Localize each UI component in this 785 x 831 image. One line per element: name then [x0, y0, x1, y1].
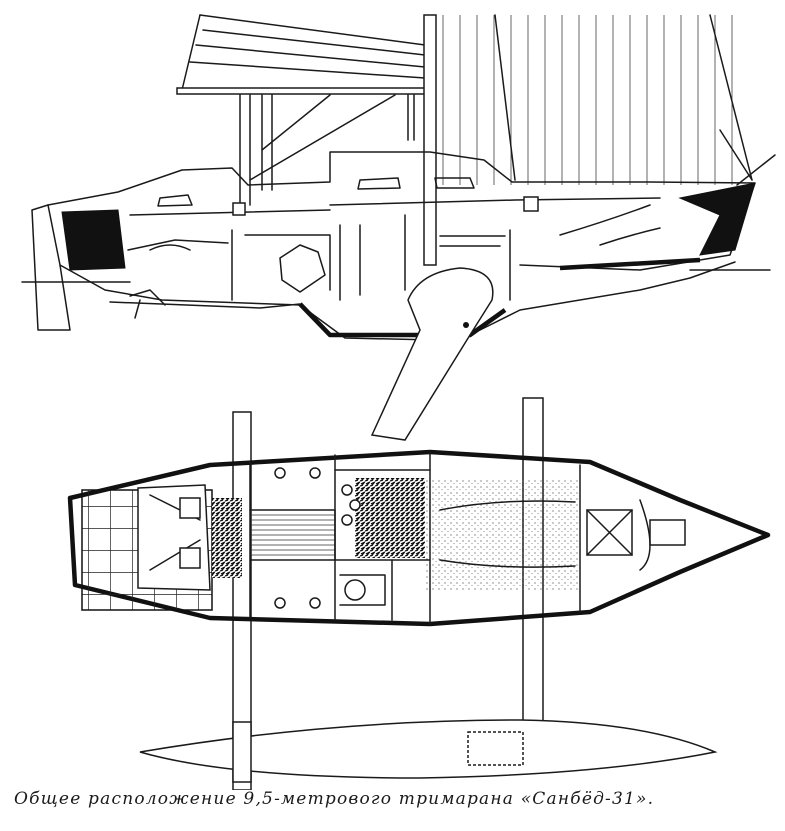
- stove-burner: [341, 514, 353, 526]
- side-profile-view: [21, 14, 776, 441]
- berth-cushion-aft: [212, 498, 242, 578]
- stove-burner: [341, 484, 353, 496]
- main-hull-plan: [67, 449, 771, 627]
- outrigger-float: [139, 719, 718, 779]
- figure-caption: Общее расположение 9,5-метрового тримара…: [14, 789, 655, 809]
- outrigger-float-view: [139, 719, 718, 783]
- port-hole: [274, 597, 286, 609]
- centreboard-pivot: [463, 322, 469, 328]
- trimaran-general-arrangement-drawing: [21, 14, 776, 790]
- port-hole: [309, 467, 321, 479]
- toilet: [344, 579, 366, 601]
- saloon-berth: [425, 480, 580, 590]
- sail-and-rigging: [176, 14, 776, 206]
- float-hatch: [467, 731, 524, 766]
- port-hole: [309, 597, 321, 609]
- main-hull-profile: [21, 151, 771, 341]
- companionway-steps: [249, 509, 336, 561]
- port-hole: [274, 467, 286, 479]
- stove-burner: [349, 499, 361, 511]
- saloon-table: [355, 478, 425, 558]
- forward-hatch: [586, 499, 686, 571]
- deck-plan-view: [67, 397, 771, 790]
- mast: [423, 14, 437, 266]
- centreboard: [370, 267, 494, 441]
